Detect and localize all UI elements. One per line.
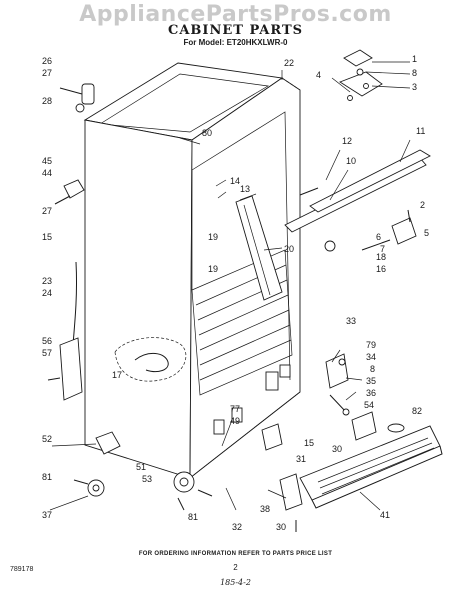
base-grille — [299, 425, 443, 509]
callout-37: 37 — [42, 510, 52, 520]
callout-17: 17 — [112, 370, 122, 380]
callout-57: 57 — [42, 348, 52, 358]
callout-24: 24 — [42, 288, 52, 298]
diagram-title: CABINET PARTS — [167, 23, 304, 38]
callout-3: 3 — [412, 82, 417, 92]
wire-coil — [114, 337, 187, 382]
callout-34: 34 — [366, 352, 376, 362]
callout-26: 26 — [42, 56, 52, 66]
callout-54: 54 — [364, 400, 374, 410]
side-bracket-left — [54, 179, 85, 205]
callout-51: 51 — [136, 462, 146, 472]
callout-12: 12 — [342, 136, 352, 146]
ordering-note: FOR ORDERING INFORMATION REFER TO PARTS … — [138, 551, 333, 557]
callout-19: 19 — [208, 232, 218, 242]
callout-80: 80 — [202, 128, 212, 138]
top-hinge — [339, 49, 383, 101]
callout-8: 8 — [412, 68, 417, 78]
callout-33: 33 — [346, 316, 356, 326]
callout-23: 23 — [42, 276, 52, 286]
callout-45: 45 — [42, 156, 52, 166]
document-number: 789178 — [10, 566, 34, 573]
callout-35: 35 — [366, 376, 376, 386]
callout-13: 13 — [240, 184, 250, 194]
leveling-bracket — [261, 423, 303, 532]
roller-assembly-left — [73, 431, 121, 497]
lower-hinge-bracket — [325, 353, 350, 416]
callout-6: 6 — [376, 232, 381, 242]
model-label: For Model: ET20HKXLWR-0 — [183, 38, 288, 47]
callout-15: 15 — [42, 232, 52, 242]
callout-27b: 27 — [42, 206, 52, 216]
callout-16: 16 — [376, 264, 386, 274]
callout-22: 22 — [284, 58, 294, 68]
right-rail — [284, 149, 431, 233]
lower-clip — [351, 411, 405, 441]
callout-19b: 19 — [208, 264, 218, 274]
callout-11: 11 — [416, 126, 425, 136]
roller-assembly-center — [173, 471, 213, 511]
hinge-pins-upper-left — [59, 83, 95, 113]
callout-10: 10 — [346, 156, 356, 166]
cabinet-body — [83, 62, 301, 479]
callout-1: 1 — [412, 54, 417, 64]
revision-code: 185-4-2 — [220, 578, 251, 587]
callout-79: 79 — [366, 340, 376, 350]
callout-56: 56 — [42, 336, 52, 346]
callout-32: 32 — [232, 522, 242, 532]
callout-5: 5 — [424, 228, 429, 238]
callout-49: 49 — [230, 416, 240, 426]
callout-7: 7 — [380, 244, 385, 254]
callout-20: 20 — [284, 244, 294, 254]
callout-44: 44 — [42, 168, 52, 178]
callout-52: 52 — [42, 434, 52, 444]
callout-81b: 81 — [188, 512, 198, 522]
callout-28: 28 — [42, 96, 52, 106]
door-stop-bracket — [324, 209, 417, 252]
callout-27: 27 — [42, 68, 52, 78]
leader-lines — [49, 61, 411, 511]
callout-77: 77 — [230, 404, 240, 414]
page-number: 2 — [233, 563, 238, 572]
callout-30b: 30 — [276, 522, 286, 532]
callout-14: 14 — [230, 176, 240, 186]
callout-2: 2 — [420, 200, 425, 210]
callout-82: 82 — [412, 406, 422, 416]
callout-53: 53 — [142, 474, 152, 484]
callout-15b: 15 — [304, 438, 314, 448]
callout-labels: 1 8 3 4 22 26 27 28 80 11 12 10 45 44 27… — [42, 54, 429, 532]
air-duct — [235, 193, 283, 301]
callout-38: 38 — [260, 504, 270, 514]
watermark: AppliancePartsPros.com — [79, 2, 392, 27]
callout-81: 81 — [42, 472, 52, 482]
callout-41: 41 — [380, 510, 390, 520]
callout-30: 30 — [332, 444, 342, 454]
callout-36: 36 — [366, 388, 376, 398]
callout-4: 4 — [316, 70, 321, 80]
callout-8b: 8 — [370, 364, 375, 374]
callout-31: 31 — [296, 454, 306, 464]
wire-harness — [47, 261, 83, 401]
callout-18: 18 — [376, 252, 386, 262]
